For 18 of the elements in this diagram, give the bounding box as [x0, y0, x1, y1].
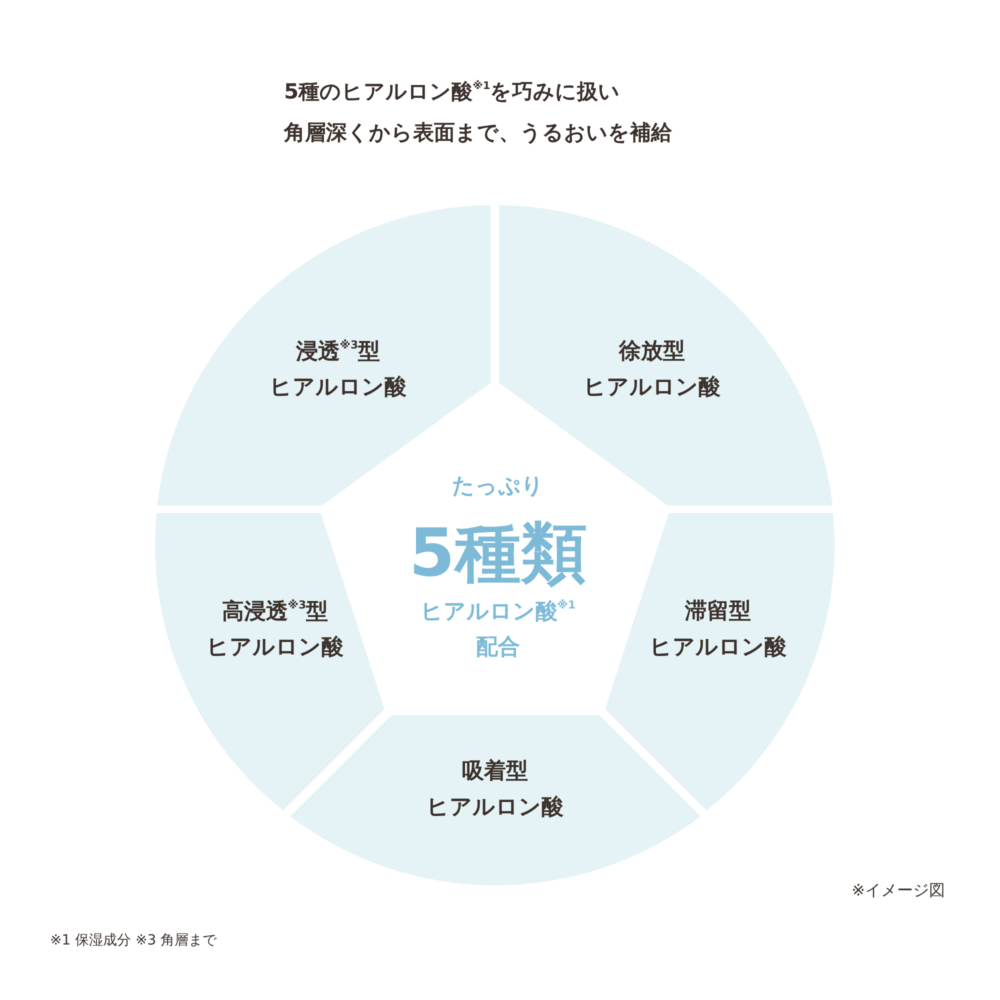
center-label: たっぷり	[452, 474, 544, 500]
title: 5種のヒアルロン酸$^{※1}$を巧みに扱い	[284, 79, 620, 105]
segment-label: 徐放型	[619, 338, 685, 366]
segment-label: ヒアルロン酸	[206, 634, 344, 662]
segment-label: 高浸透$^{※3}$型	[222, 598, 328, 626]
subtitle: 角層深くから表面まで、うるおいを補給	[284, 120, 672, 146]
segment-label: 滞留型	[684, 598, 751, 626]
note: ※イメージ図	[852, 880, 945, 900]
headline-text: 5種類	[409, 513, 587, 593]
segment-label: ヒアルロン酸	[269, 374, 406, 402]
footnote: ※1 保湿成分 ※3 角層まで	[50, 932, 217, 950]
center-label: ヒアルロン酸$^{※1}$	[420, 598, 576, 626]
segment-label: ヒアルロン酸	[584, 374, 720, 402]
segment-label: ヒアルロン酸	[426, 794, 564, 822]
segment-label: ヒアルロン酸	[649, 634, 786, 662]
segment-label: 浸透$^{※3}$型	[296, 338, 380, 366]
segment-label: 吸着型	[462, 758, 528, 786]
center-label: 配合	[476, 634, 520, 662]
